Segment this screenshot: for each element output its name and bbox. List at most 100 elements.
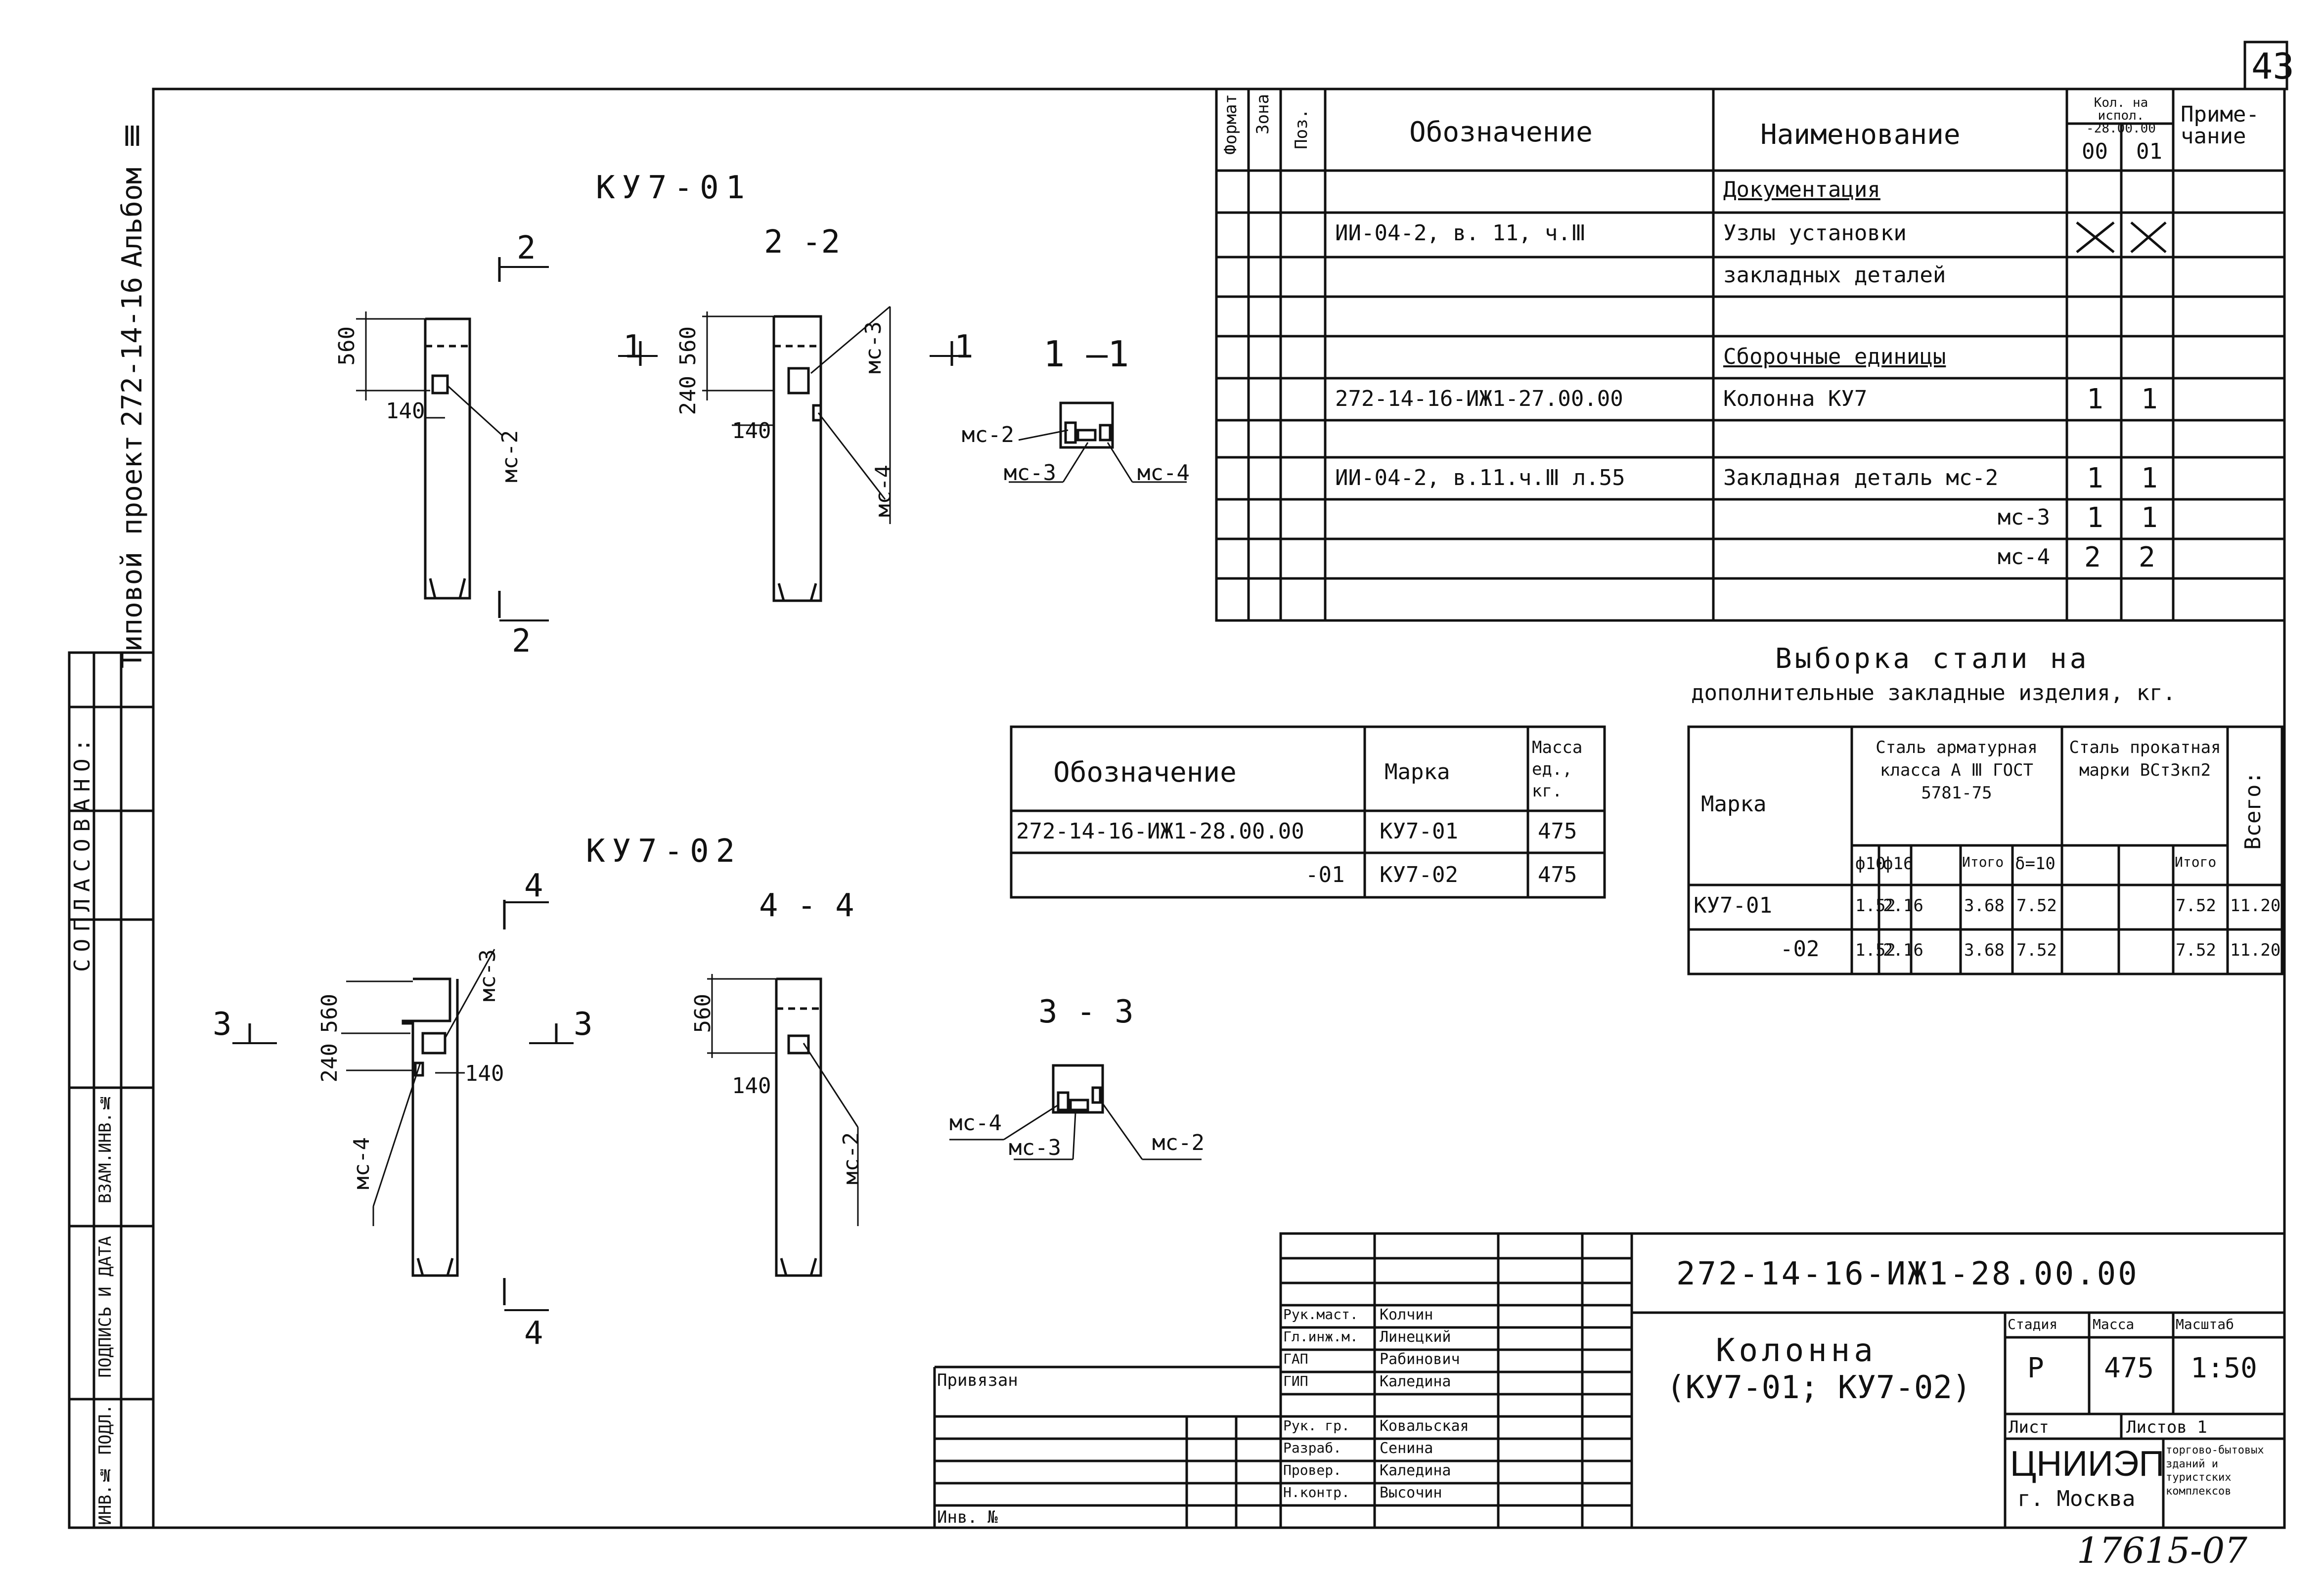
marks-row-1-mark: КУ7-02 <box>1380 862 1458 887</box>
steel-row-0-total: 11.20 <box>2230 896 2281 916</box>
list-label: Лист <box>2009 1417 2049 1437</box>
masshtab-value: 1:50 <box>2190 1352 2257 1384</box>
spec-row-1-designation: ИИ-04-2, в. 11, ч.Ⅲ <box>1335 221 1586 246</box>
cut-mark-4-bottom: 4 <box>524 1315 543 1352</box>
signature-name: Каледина <box>1380 1373 1451 1390</box>
steel-header-itog1: Итого <box>1962 854 2004 870</box>
spec-row-1-name: Узлы установки <box>1723 221 1907 246</box>
spec-row-5-q01: 1 <box>2141 383 2158 415</box>
signature-name: Колчин <box>1380 1306 1433 1323</box>
spec-row-0-name: Документация <box>1723 177 1880 202</box>
label-mc2-c: мс-2 <box>839 1132 864 1185</box>
spec-row-7-q00: 1 <box>2087 462 2103 494</box>
spec-header-qty: Кол. на испол. -28.00.00 <box>2086 95 2156 136</box>
sheet-number: 43 <box>2251 45 2294 87</box>
section-3-3-view <box>949 1064 1202 1160</box>
title-block-code: 272-14-16-ИЖ1-28.00.00 <box>1676 1256 2139 1292</box>
cut-mark-3-right: 3 <box>574 1006 593 1043</box>
steel-row-1-d10: 1.52 <box>1855 940 1896 960</box>
steel-row-0-itog2: 7.52 <box>2176 896 2216 916</box>
ku701-column-view <box>356 311 503 600</box>
steel-table-frame <box>1687 725 2283 975</box>
steel-row-0-itog1: 3.68 <box>1964 896 2005 916</box>
spec-row-8-q01: 1 <box>2141 502 2158 534</box>
cut-mark-1-right: 1 <box>954 329 974 365</box>
cut-mark-3-left: 3 <box>213 1006 232 1043</box>
section-1-1-title: 1 –1 <box>1043 333 1129 375</box>
steel-header-armatura: Сталь арматурная класса А Ⅲ ГОСТ 5781-75 <box>1876 738 2038 803</box>
signature-role: Н.контр. <box>1283 1484 1350 1500</box>
footer-number: 17615-07 <box>2077 1530 2247 1571</box>
title-block-name-1: Колонна <box>1716 1332 1877 1369</box>
steel-header-itog2: Итого <box>2175 854 2217 870</box>
signature-name: Сенина <box>1380 1440 1433 1457</box>
massa-header: Масса <box>2093 1316 2135 1332</box>
org-city: г. Москва <box>2017 1486 2136 1511</box>
ku702-title: КУ7-02 <box>586 833 742 870</box>
listov-label: Листов 1 <box>2126 1417 2207 1437</box>
signature-role: Разраб. <box>1283 1440 1342 1456</box>
cut-mark-2-bottom: 2 <box>512 623 531 660</box>
label-mc3-a: мс-3 <box>861 321 886 374</box>
spec-row-8-q00: 1 <box>2087 502 2103 534</box>
inv-podl-label: ИНВ.№ ПОДЛ. <box>95 1404 115 1525</box>
section-2-2-view <box>702 306 891 602</box>
marks-header-designation: Обозначение <box>1053 756 1237 789</box>
spec-row-7-designation: ИИ-04-2, в.11.ч.Ⅲ л.55 <box>1335 465 1625 490</box>
signature-role: Гл.инж.м. <box>1283 1328 1358 1345</box>
dim-560-c: 560 <box>317 994 342 1033</box>
steel-row-0-d10: 1.52 <box>1855 896 1896 916</box>
title-block-name-2: (КУ7-01; КУ7-02) <box>1666 1369 1971 1406</box>
signature-name: Каледина <box>1380 1462 1451 1479</box>
label-mc3-b: мс-3 <box>1004 460 1056 485</box>
steel-row-0-mark: КУ7-01 <box>1694 893 1772 918</box>
spec-row-9-q00: 2 <box>2084 541 2101 573</box>
massa-value: 475 <box>2104 1352 2154 1384</box>
spec-header-zone: Зона <box>1253 94 1273 134</box>
spec-header-designation: Обозначение <box>1409 116 1593 148</box>
cut-mark-4-top: 4 <box>524 868 543 904</box>
dim-140-a: 140 <box>386 398 425 424</box>
spec-header-pos: Поз. <box>1292 109 1311 149</box>
cut-mark-1-left: 1 <box>623 329 642 365</box>
dim-140-c: 140 <box>465 1061 504 1086</box>
steel-row-1-total: 11.20 <box>2230 940 2281 960</box>
steel-row-1-mark: -02 <box>1780 936 1820 962</box>
spec-row-5-name: Колонна КУ7 <box>1723 386 1868 411</box>
spec-row-5-q00: 1 <box>2087 383 2103 415</box>
steel-row-0-s10: 7.52 <box>2016 896 2057 916</box>
privyazan-label: Привязан <box>937 1370 1018 1390</box>
masshtab-header: Масштаб <box>2176 1316 2235 1332</box>
label-mc2-b: мс-2 <box>962 422 1014 447</box>
dim-560-a: 560 <box>334 326 359 366</box>
label-mc2-d: мс-2 <box>1152 1130 1205 1155</box>
ku702-column-view <box>341 949 495 1277</box>
label-mc3-c: мс-3 <box>475 949 500 1002</box>
album-label: Альбом Ⅲ <box>116 119 148 268</box>
marks-row-0-mass: 475 <box>1538 819 1577 844</box>
marks-row-0-designation: 272-14-16-ИЖ1-28.00.00 <box>1016 819 1304 844</box>
ku701-title: КУ7-01 <box>596 170 752 206</box>
steel-row-1-itog2: 7.52 <box>2176 940 2216 960</box>
marks-header-mark: Марка <box>1385 759 1450 785</box>
spec-header-name: Наименование <box>1760 119 1961 151</box>
cut-mark-2-top: 2 <box>517 230 536 266</box>
left-strip-frame <box>68 651 155 1529</box>
steel-row-1-d16: 2.16 <box>1883 940 1923 960</box>
label-mc3-d: мс-3 <box>1009 1135 1061 1160</box>
steel-title-1: Выборка стали на <box>1775 643 2090 675</box>
signature-name: Рабинович <box>1380 1351 1460 1368</box>
dim-560-d: 560 <box>690 994 715 1033</box>
dim-140-d: 140 <box>732 1073 771 1099</box>
label-mc4-c: мс-4 <box>349 1137 374 1190</box>
spec-row-9-name: мс-4 <box>1998 544 2050 570</box>
steel-header-s10: δ=10 <box>2015 854 2056 874</box>
steel-header-mark: Марка <box>1701 792 1767 817</box>
signature-role: ГИП <box>1283 1373 1308 1389</box>
spec-row-8-name: мс-3 <box>1998 505 2050 530</box>
dim-240-c: 240 <box>317 1043 342 1083</box>
spec-row-2-name: закладных деталей <box>1723 263 1946 288</box>
dim-240-b: 240 <box>675 376 701 415</box>
section-4-4-view <box>707 974 859 1277</box>
